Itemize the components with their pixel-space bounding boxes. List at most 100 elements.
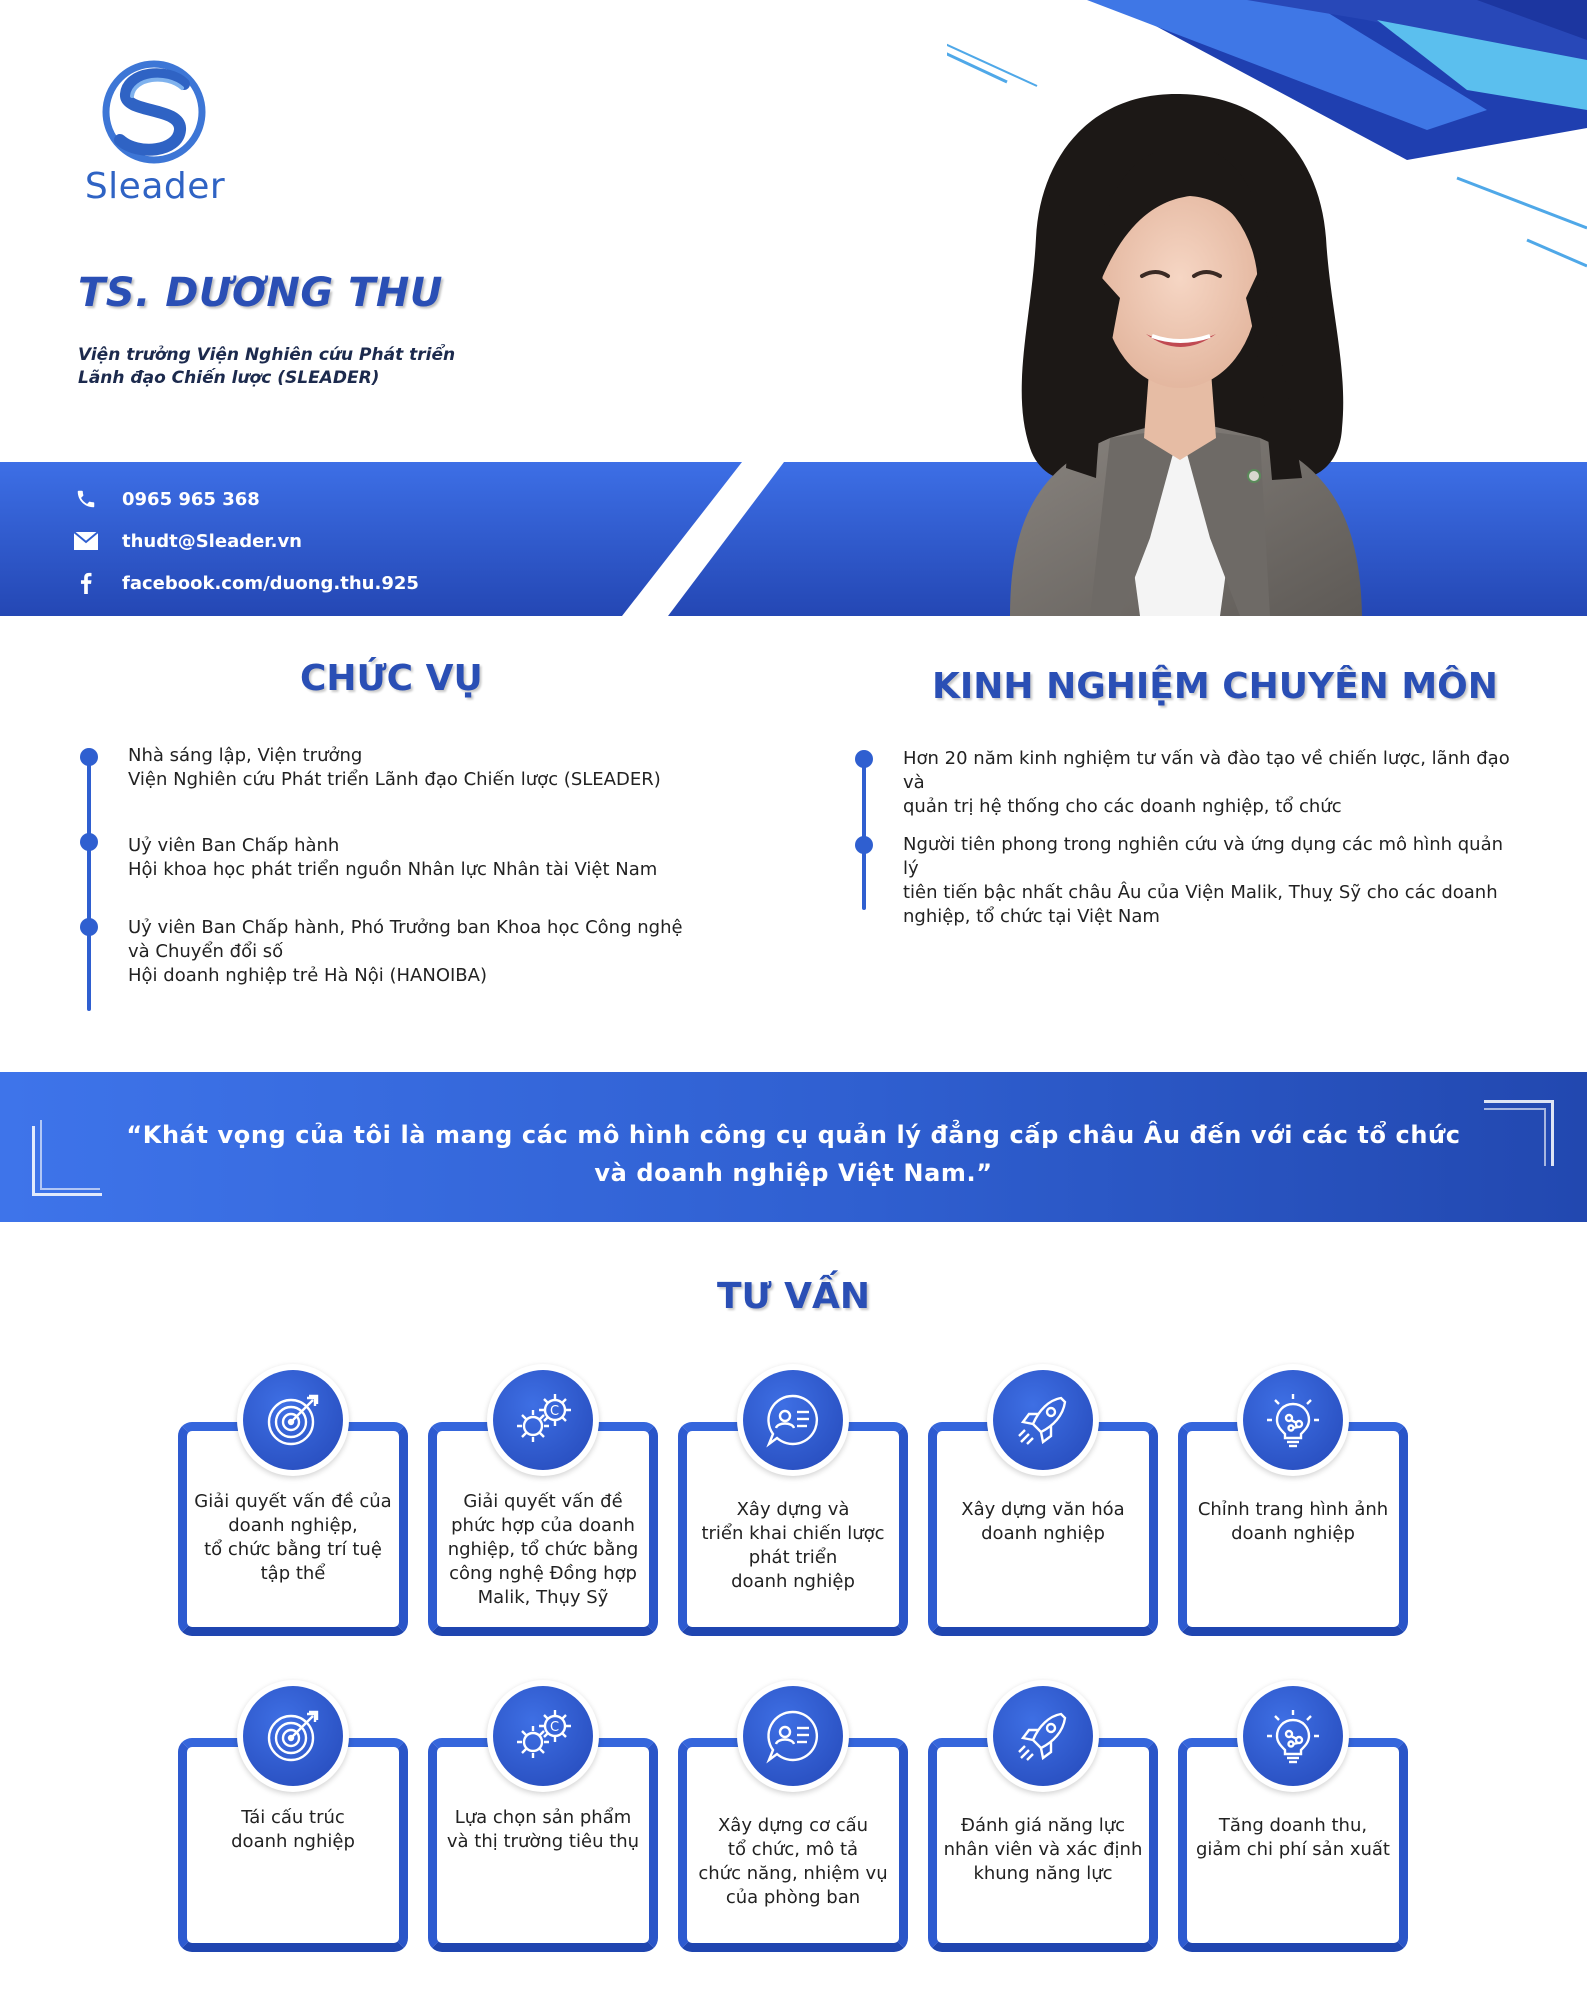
consulting-card-line: phức hợp của doanh <box>451 1515 635 1536</box>
consulting-card: C Giải quyết vấn đề phức hợp của doanh ngh… <box>428 1364 658 1636</box>
consulting-card-line: doanh nghiệp <box>1231 1523 1355 1544</box>
rocket-icon <box>993 1370 1093 1470</box>
consulting-icon-badge <box>1237 1364 1349 1476</box>
profile-chat-icon <box>743 1686 843 1786</box>
consulting-card-label: Xây dựng và triển khai chiến lược phát tri… <box>692 1498 894 1594</box>
experience-item: Người tiên phong trong nghiên cứu và ứng… <box>903 833 1523 929</box>
positions-title: CHỨC VỤ <box>300 658 483 699</box>
consulting-icon-badge <box>1237 1680 1349 1792</box>
experience-item: Hơn 20 năm kinh nghiệm tư vấn và đào tạo… <box>903 747 1523 819</box>
consulting-card-line: Malik, Thụy Sỹ <box>477 1587 609 1608</box>
timeline-dot <box>855 836 873 854</box>
svg-text:C: C <box>550 1404 559 1419</box>
contact-list: 0965 965 368 thudt@Sleader.vn facebook.c… <box>74 478 419 604</box>
experience-line: tiên tiến bậc nhất châu Âu của Viện Mali… <box>903 882 1498 903</box>
consulting-card-line: triển khai chiến lược <box>701 1523 885 1544</box>
quote-frame-right <box>1484 1100 1554 1166</box>
gears-icon: C <box>493 1686 593 1786</box>
consulting-card-line: tổ chức bằng trí tuệ <box>204 1539 382 1560</box>
timeline-dot <box>80 833 98 851</box>
consulting-card-line: Chỉnh trang hình ảnh <box>1197 1499 1389 1520</box>
contact-facebook[interactable]: facebook.com/duong.thu.925 <box>74 562 419 604</box>
rocket-icon <box>993 1686 1093 1786</box>
consulting-card-line: phát triển <box>748 1547 838 1568</box>
consulting-card: Chỉnh trang hình ảnh doanh nghiệp <box>1178 1364 1408 1636</box>
position-item: Uỷ viên Ban Chấp hành Hội khoa học phát … <box>128 834 708 882</box>
quote-frame-left-inner <box>40 1120 100 1190</box>
experience-line: nghiệp, tổ chức tại Việt Nam <box>903 906 1160 927</box>
quote-line: “Khát vọng của tôi là mang các mô hình c… <box>126 1121 1461 1149</box>
consulting-card-line: tổ chức, mô tả <box>727 1839 859 1860</box>
profile-portrait <box>1010 93 1362 616</box>
sleader-logo: Sleader <box>70 58 240 208</box>
target-icon <box>243 1370 343 1470</box>
contact-email[interactable]: thudt@Sleader.vn <box>74 520 419 562</box>
consulting-card-label: Lựa chọn sản phẩm và thị trường tiêu thụ <box>442 1806 644 1854</box>
phone-icon <box>74 487 98 511</box>
consulting-icon-badge: C <box>487 1364 599 1476</box>
aspiration-quote: “Khát vọng của tôi là mang các mô hình c… <box>120 1116 1467 1192</box>
contact-email-text: thudt@Sleader.vn <box>122 530 302 552</box>
timeline-line <box>87 757 91 1011</box>
consulting-card-label: Chỉnh trang hình ảnh doanh nghiệp <box>1192 1498 1394 1546</box>
consulting-card-line: Xây dựng và <box>736 1499 850 1520</box>
profile-name: TS. DƯƠNG THU <box>78 270 443 316</box>
position-line: Uỷ viên Ban Chấp hành <box>128 835 340 856</box>
logo-text: Sleader <box>84 166 226 207</box>
consulting-icon-badge <box>237 1680 349 1792</box>
consulting-card-line: doanh nghiệp, <box>228 1515 358 1536</box>
gears-icon: C <box>493 1370 593 1470</box>
consulting-card-line: Giải quyết vấn đề <box>463 1491 623 1512</box>
consulting-card-frame <box>678 1422 908 1636</box>
contact-phone[interactable]: 0965 965 368 <box>74 478 419 520</box>
consulting-card-line: Tái cấu trúc <box>241 1807 345 1828</box>
facebook-icon <box>74 571 98 595</box>
consulting-card-line: Lựa chọn sản phẩm <box>454 1807 632 1828</box>
consulting-card-line: và thị trường tiêu thụ <box>446 1831 640 1852</box>
consulting-card-label: Giải quyết vấn đề phức hợp của doanh nghiệ… <box>442 1490 644 1610</box>
consulting-card-line: công nghệ Đồng hợp <box>449 1563 637 1584</box>
consulting-card-line: Tăng doanh thu, <box>1218 1815 1368 1836</box>
position-item: Nhà sáng lập, Viện trưởng Viện Nghiên cứ… <box>128 744 708 792</box>
consulting-card-line: nghiệp, tổ chức bằng <box>447 1539 639 1560</box>
experience-line: Hơn 20 năm kinh nghiệm tư vấn và đào tạo… <box>903 748 1510 793</box>
position-line: Hội doanh nghiệp trẻ Hà Nội (HANOIBA) <box>128 965 487 986</box>
consulting-card-line: tập thể <box>260 1563 326 1584</box>
contact-phone-text: 0965 965 368 <box>122 488 260 510</box>
consulting-card-line: doanh nghiệp <box>731 1571 855 1592</box>
consulting-icon-badge <box>737 1680 849 1792</box>
consulting-card-line: giảm chi phí sản xuất <box>1196 1839 1390 1860</box>
quote-frame-left <box>32 1126 102 1196</box>
position-line: Hội khoa học phát triển nguồn Nhân lực N… <box>128 859 658 880</box>
experience-title: KINH NGHIỆM CHUYÊN MÔN <box>932 666 1498 707</box>
position-line: Nhà sáng lập, Viện trưởng <box>128 745 363 766</box>
consulting-card: Xây dựng văn hóa doanh nghiệp <box>928 1364 1158 1636</box>
consulting-icon-badge <box>987 1680 1099 1792</box>
consulting-card-line: của phòng ban <box>725 1887 861 1908</box>
lightbulb-icon <box>1243 1686 1343 1786</box>
position-line: Viện Nghiên cứu Phát triển Lãnh đạo Chiế… <box>128 769 661 790</box>
consulting-card-line: Giải quyết vấn đề của <box>194 1491 392 1512</box>
position-item: Uỷ viên Ban Chấp hành, Phó Trưởng ban Kh… <box>128 916 728 988</box>
experience-line: Người tiên phong trong nghiên cứu và ứng… <box>903 834 1504 879</box>
profile-role: Viện trưởng Viện Nghiên cứu Phát triển L… <box>78 344 455 390</box>
contact-facebook-text: facebook.com/duong.thu.925 <box>122 572 419 594</box>
consulting-icon-badge: C <box>487 1680 599 1792</box>
consulting-card: Giải quyết vấn đề của doanh nghiệp, tổ chứ… <box>178 1364 408 1636</box>
consulting-card-line: khung năng lực <box>973 1863 1113 1884</box>
consulting-icon-badge <box>987 1364 1099 1476</box>
consulting-card-line: Xây dựng văn hóa <box>961 1499 1125 1520</box>
consulting-card-frame <box>928 1422 1158 1636</box>
timeline-dot <box>80 918 98 936</box>
consulting-card: C Lựa chọn sản phẩm và thị trường tiêu th… <box>428 1680 658 1952</box>
consulting-card-label: Tăng doanh thu, giảm chi phí sản xuất <box>1192 1814 1394 1862</box>
consulting-card-line: doanh nghiệp <box>981 1523 1105 1544</box>
quote-line: và doanh nghiệp Việt Nam.” <box>594 1159 993 1187</box>
target-icon <box>243 1686 343 1786</box>
timeline-dot <box>80 748 98 766</box>
